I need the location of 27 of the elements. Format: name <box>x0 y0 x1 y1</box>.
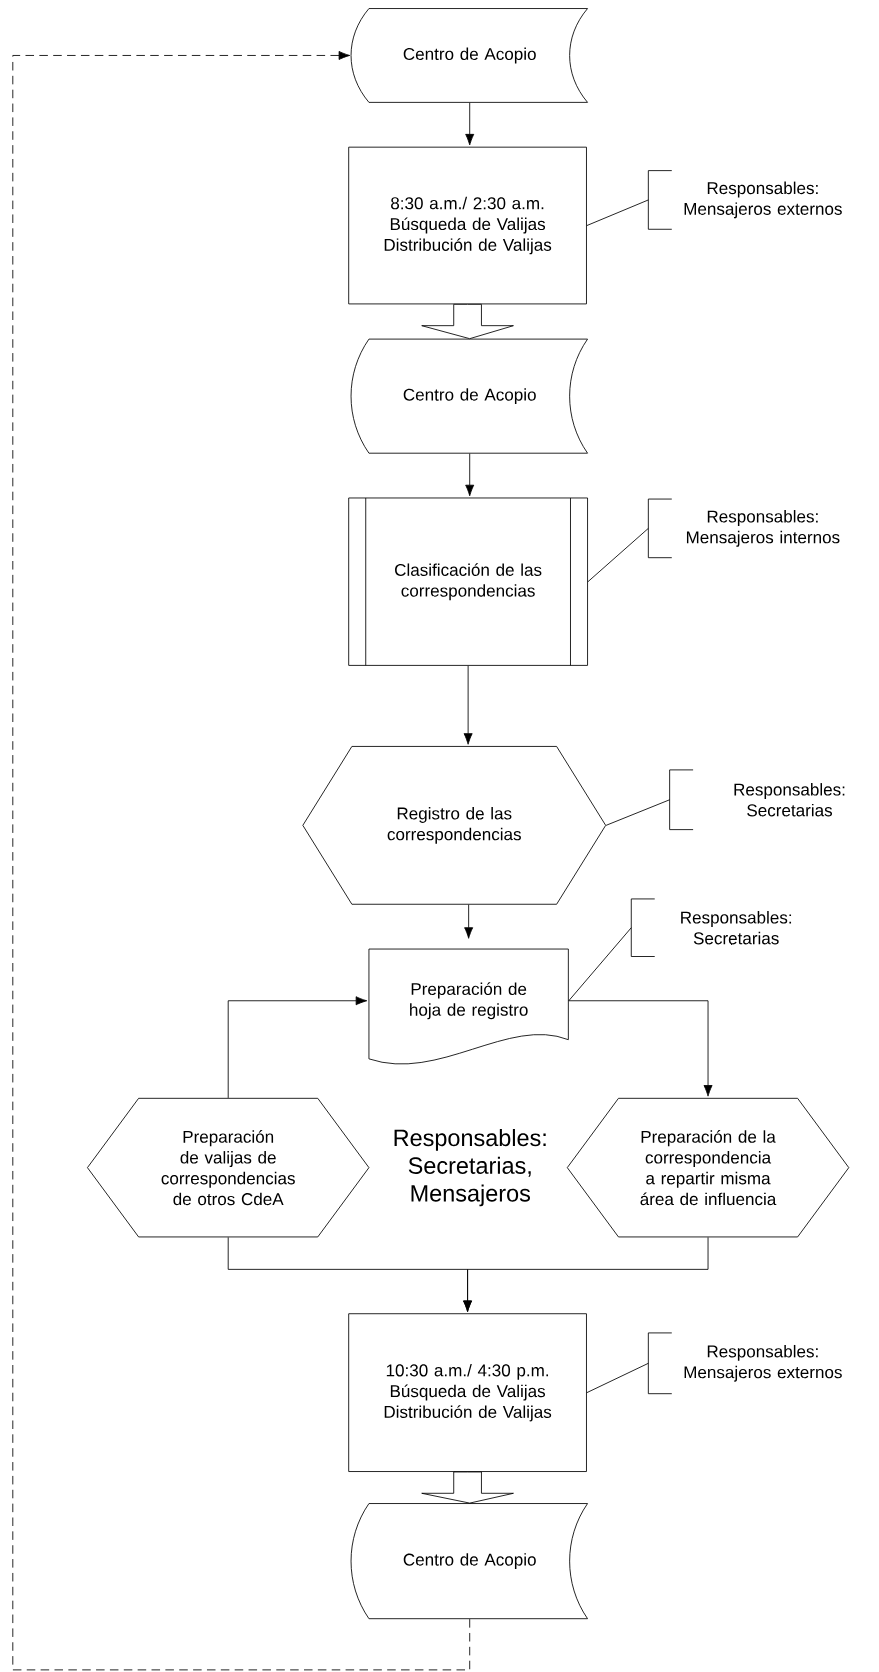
arrow <box>568 1000 713 1097</box>
hexagon: Preparación de valijas de correspondencias de otros CdeA <box>87 1097 370 1238</box>
hexagon: Registro de las correspondencias <box>302 746 607 905</box>
arrow <box>227 996 368 1099</box>
leader-line <box>586 1362 649 1394</box>
hexagon: Preparación de la correspondencia a repartir misma área de influencia <box>567 1097 850 1238</box>
annotation: Responsables: Mensajeros externos <box>648 1332 843 1395</box>
leader-line <box>568 927 632 1002</box>
block-arrow <box>421 1471 515 1504</box>
arrow <box>465 102 475 146</box>
leader-line <box>586 199 649 226</box>
annotation: Responsables: Mensajeros externos <box>648 170 843 230</box>
leader-line <box>587 527 649 583</box>
annotation: Responsables: Mensajeros internos <box>648 498 840 559</box>
annotation: Responsables: Secretarias <box>669 769 845 831</box>
process-box: 8:30 a.m./ 2:30 a.m. Búsqueda de Valijas Distribución de Valijas <box>348 146 588 305</box>
arrow <box>463 665 473 745</box>
process-box: 10:30 a.m./ 4:30 p.m. Búsqueda de Valijas Distribución de Valijas <box>348 1313 588 1472</box>
arrow <box>12 50 471 1671</box>
note-text: Responsables: Secretarias, Mensajeros <box>394 1128 546 1207</box>
annotation: Responsables: Secretarias <box>631 898 792 957</box>
predefined-process-box: Clasificación de las correspondencias <box>348 497 589 666</box>
leader-line <box>605 799 671 826</box>
arrow <box>464 904 474 939</box>
arrow <box>465 453 475 497</box>
arrow <box>463 1236 709 1312</box>
block-arrow <box>421 303 515 340</box>
